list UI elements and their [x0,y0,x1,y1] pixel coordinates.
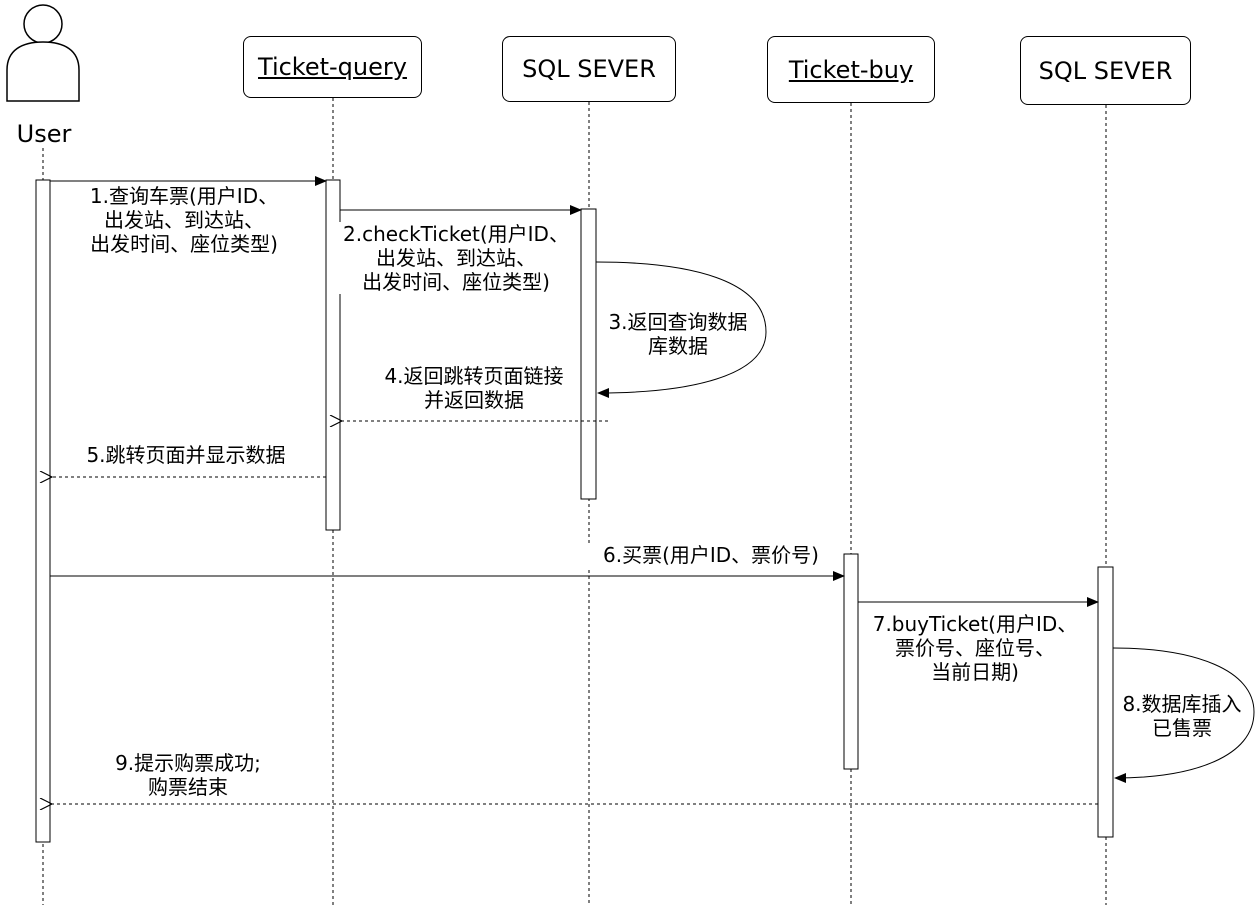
activation-user [35,179,51,843]
m9-line-1: 9.提示购票成功; [115,751,261,775]
activation-ticket-buy [843,553,859,770]
arrow-m3 [595,261,767,398]
user-label: User [16,120,72,148]
message-label-m4: 4.返回跳转页面链接 并返回数据 [370,364,578,412]
m6-line-1: 6.买票(用户ID、票价号) [603,543,819,567]
m8-line-1: 8.数据库插入 [1122,692,1242,716]
ticket-query-box: Ticket-query [243,36,422,98]
user-actor-icon [6,4,80,102]
ticket-buy-box: Ticket-buy [767,36,935,103]
m3-line-1: 3.返回查询数据 [608,310,748,334]
arrow-m8 [1112,647,1255,783]
m2-line-1: 2.checkTicket(用户ID、 [343,222,569,246]
message-label-m5: 5.跳转页面并显示数据 [70,443,302,467]
m3-line-2: 库数据 [648,334,708,358]
m1-line-1: 1.查询车票(用户ID、 [89,184,279,208]
message-label-m1: 1.查询车票(用户ID、 出发站、到达站、 出发时间、座位类型) [72,184,296,256]
activation-sql-sever-2 [1097,566,1114,838]
message-label-m7: 7.buyTicket(用户ID、 票价号、座位号、 当前日期) [862,612,1088,684]
m7-line-1: 7.buyTicket(用户ID、 [872,612,1078,636]
activation-ticket-query [325,179,341,531]
message-label-m3: 3.返回查询数据 库数据 [598,310,758,358]
m8-line-2: 已售票 [1152,716,1212,740]
sql-sever-1-box: SQL SEVER [502,36,676,102]
m2-line-3: 出发时间、座位类型) [362,270,550,294]
m1-line-3: 出发时间、座位类型) [90,232,278,256]
activation-sql-sever-1 [580,208,597,500]
message-label-m6: 6.买票(用户ID、票价号) [586,543,836,567]
m1-line-2: 出发站、到达站、 [104,208,264,232]
m7-line-3: 当前日期) [931,660,1019,684]
m7-line-2: 票价号、座位号、 [895,636,1055,660]
message-label-m2: 2.checkTicket(用户ID、 出发站、到达站、 出发时间、座位类型) [338,222,574,294]
sql-sever-2-box: SQL SEVER [1020,36,1191,105]
m9-line-2: 购票结束 [148,775,228,799]
m4-line-2: 并返回数据 [424,388,524,412]
m2-line-2: 出发站、到达站、 [376,246,536,270]
m4-line-1: 4.返回跳转页面链接 [384,364,564,388]
sql-sever-1-label: SQL SEVER [522,55,656,83]
sql-sever-2-label: SQL SEVER [1038,56,1173,85]
message-label-m8: 8.数据库插入 已售票 [1110,692,1254,740]
message-label-m9: 9.提示购票成功; 购票结束 [94,751,282,799]
m5-line-1: 5.跳转页面并显示数据 [86,443,286,467]
ticket-query-label: Ticket-query [258,53,407,81]
ticket-buy-label: Ticket-buy [788,55,914,84]
